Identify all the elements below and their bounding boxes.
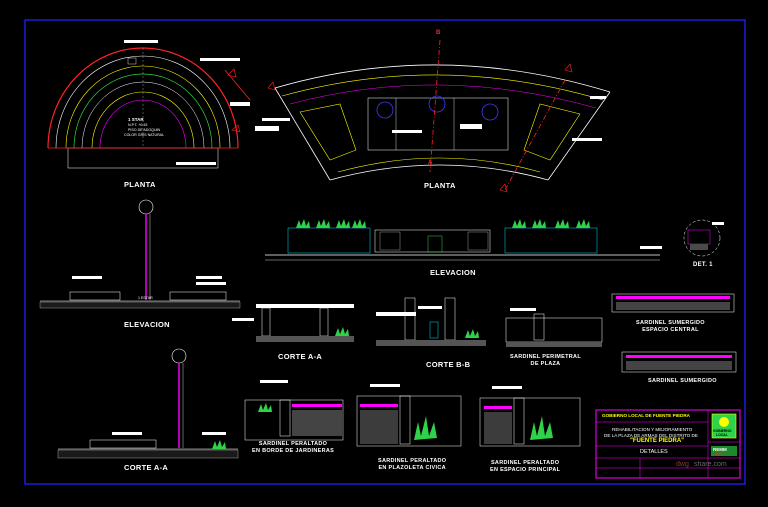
label-sardinel-sumergido-central: SARDINEL SUMERGIDO ESPACIO CENTRAL (636, 320, 705, 333)
title-block-sheet-label: DETALLES (640, 449, 668, 455)
label-sardinel-jardineras: SARDINEL PERALTADO EN BORDE DE JARDINERA… (252, 441, 335, 454)
corte-aa-small-drawing (232, 304, 354, 342)
label-elevacion-left: ELEVACION (124, 320, 170, 329)
title-block-logo-bottom: LOCAL (716, 433, 728, 437)
planta-left-drawing (47, 40, 279, 169)
sheet-border (24, 19, 746, 485)
watermark-text: share.com (694, 461, 727, 468)
sardinel-principal-drawing (479, 386, 581, 447)
elevacion-main-drawing (265, 219, 662, 261)
det1-drawing (683, 219, 724, 257)
title-block-frame (595, 409, 741, 479)
label-planta-left: PLANTA (124, 180, 156, 189)
title-block-logo-top: GOBIERNO (713, 429, 732, 433)
sardinel-sumergido-central-drawing (611, 293, 735, 313)
annotation-piso1: PISO DE ADOQUIN (128, 128, 161, 132)
title-block-stamp2: 2007 (716, 452, 725, 456)
sardinel-sumergido-drawing (621, 351, 737, 373)
title-block-municipality: GOBIERNO LOCAL DE FUENTE PIEDRA (602, 413, 690, 418)
corte-bb-drawing (376, 297, 486, 346)
planta-right-drawing (262, 39, 611, 193)
title-block-project-line1: REHABILITACION Y MEJORAMIENTO (612, 427, 693, 432)
sardinel-civica-drawing (356, 384, 462, 447)
label-sardinel-civica: SARDINEL PERALTADO EN PLAZOLETA CIVICA (378, 458, 447, 471)
title-block-project-line2: DE LA PLAZA DE ARMAS DEL DISTRITO DE (604, 433, 698, 438)
label-planta-right: PLANTA (424, 181, 456, 190)
label-sardinel-perimetral: SARDINEL PERIMETRAL DE PLAZA (510, 354, 581, 367)
label-elevacion-main: ELEVACION (430, 268, 476, 277)
sardinel-jardineras-drawing (244, 380, 344, 441)
corte-aa-bottom-drawing (57, 348, 239, 459)
annotation-star: 1 STAR (128, 117, 144, 122)
title-block-project-name: "FUENTE PIEDRA" (630, 438, 685, 444)
sardinel-perimetral-drawing (505, 308, 603, 347)
label-corte-bb: CORTE B-B (426, 360, 471, 369)
label-corte-aa-small: CORTE A-A (278, 352, 323, 361)
label-corte-aa-bottom: CORTE A-A (124, 463, 169, 472)
section-marker-b: B (436, 30, 441, 36)
section-marker-a: A (428, 160, 433, 166)
label-det1: DET. 1 (693, 262, 713, 268)
title-block-stamp1: REMM (713, 447, 727, 452)
label-sardinel-sumergido: SARDINEL SUMERGIDO (648, 378, 717, 384)
annotation-npt: N.P.T. +0.15 (128, 123, 148, 127)
label-sardinel-principal: SARDINEL PERALTADO EN ESPACIO PRINCIPAL (490, 460, 561, 473)
elevacion-left-drawing (39, 199, 241, 309)
annotation-piso2: COLOR GRIS NATURAL (124, 133, 165, 137)
watermark-prefix: dwg (676, 461, 689, 468)
annotation-estar: 1 ESTAR (138, 296, 153, 300)
